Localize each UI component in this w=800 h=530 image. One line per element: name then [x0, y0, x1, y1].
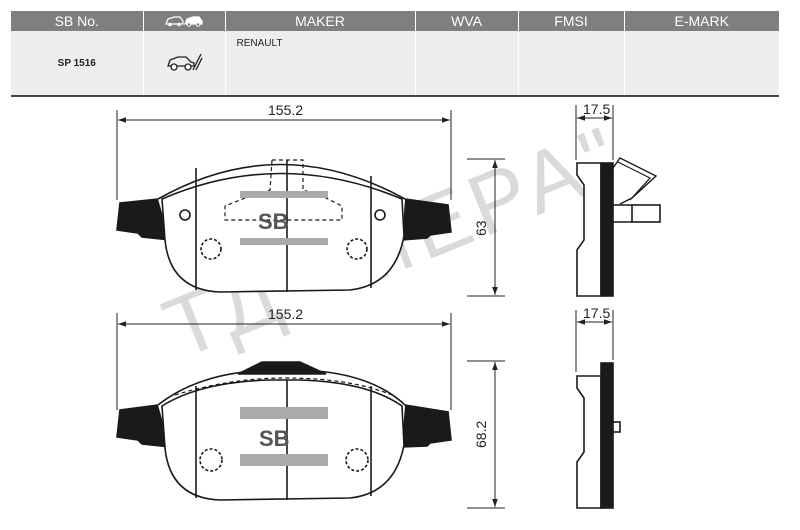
top-logo-text: SB	[258, 209, 289, 234]
car-pair-icon	[165, 15, 203, 27]
bottom-thickness-label: 17.5	[583, 305, 610, 321]
car-brake-icon	[167, 53, 203, 71]
table-bottom-rule	[11, 95, 779, 97]
bottom-height-label: 68.2	[473, 421, 489, 448]
fmsi-value	[518, 31, 625, 95]
bottom-pad-front-view	[116, 361, 452, 501]
bottom-height-dimension	[467, 360, 505, 509]
header-wva: WVA	[415, 11, 519, 31]
row-car-icon-cell	[143, 31, 226, 95]
top-width-label: 155.2	[268, 102, 303, 118]
top-pad-side-view	[576, 157, 661, 297]
wva-value	[415, 31, 519, 95]
bottom-width-dimension	[116, 313, 452, 410]
top-thickness-label: 17.5	[583, 101, 610, 117]
maker-value: RENAULT	[225, 31, 416, 95]
top-height-label: 63	[473, 220, 489, 236]
header-sb-no: SB No.	[11, 11, 144, 31]
header-emark: E-MARK	[624, 11, 779, 31]
top-thickness-dimension	[575, 105, 614, 160]
bottom-pad-logo: SB	[240, 407, 328, 466]
top-pad-front-view	[116, 159, 452, 293]
header-fmsi: FMSI	[518, 11, 625, 31]
sb-number: SP 1516	[11, 31, 144, 95]
top-width-dimension	[116, 110, 452, 200]
data-row: SP 1516 RENAULT	[11, 31, 779, 95]
spec-table: SB No. MAKER WVA FMSI E-MARK SP 1516 REN…	[11, 11, 779, 95]
emark-value	[624, 31, 779, 95]
bottom-width-label: 155.2	[268, 306, 303, 322]
header-maker: MAKER	[225, 11, 416, 31]
header-row: SB No. MAKER WVA FMSI E-MARK	[11, 11, 779, 31]
bottom-thickness-dimension	[575, 310, 614, 372]
bottom-logo-text: SB	[259, 426, 290, 451]
top-pad-logo: SB	[240, 191, 328, 245]
header-car-icon-cell	[143, 11, 226, 31]
bottom-pad-side-view	[576, 362, 621, 509]
top-height-dimension	[467, 158, 505, 297]
